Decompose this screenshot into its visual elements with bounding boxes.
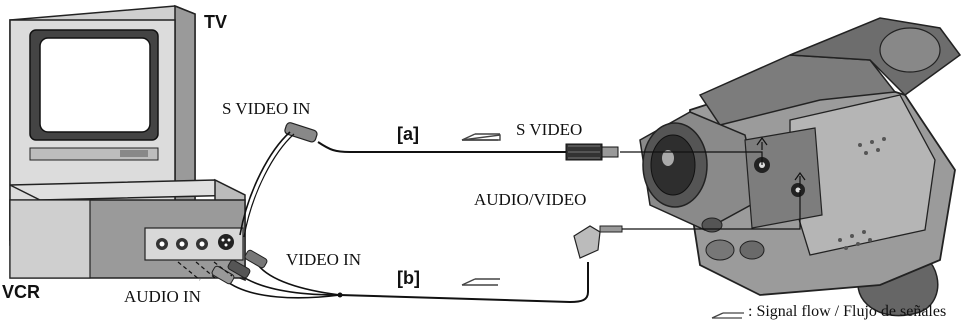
vcr-label: VCR — [2, 282, 41, 302]
tv-label: TV — [204, 12, 228, 32]
audio-video-label: AUDIO/VIDEO — [474, 190, 587, 209]
signal-flow-arrow-icon — [461, 278, 500, 286]
connection-guides — [620, 136, 806, 230]
s-video-in-label: S VIDEO IN — [222, 99, 311, 118]
s-video-label: S VIDEO — [516, 120, 583, 139]
signal-flow-legend: : Signal flow / Flujo de señales — [748, 303, 947, 320]
audio-in-label: AUDIO IN — [124, 287, 201, 306]
vcr-illustration — [9, 178, 246, 282]
cable-audio-video — [177, 225, 623, 304]
signal-flow-arrow-icon — [711, 312, 744, 319]
camcorder-illustration — [639, 17, 962, 317]
cable-s-video — [239, 122, 619, 238]
cable-a-label: [a] — [397, 124, 419, 144]
video-in-label: VIDEO IN — [286, 250, 362, 269]
signal-flow-arrow-icon — [461, 133, 501, 141]
cable-b-label: [b] — [397, 268, 420, 288]
